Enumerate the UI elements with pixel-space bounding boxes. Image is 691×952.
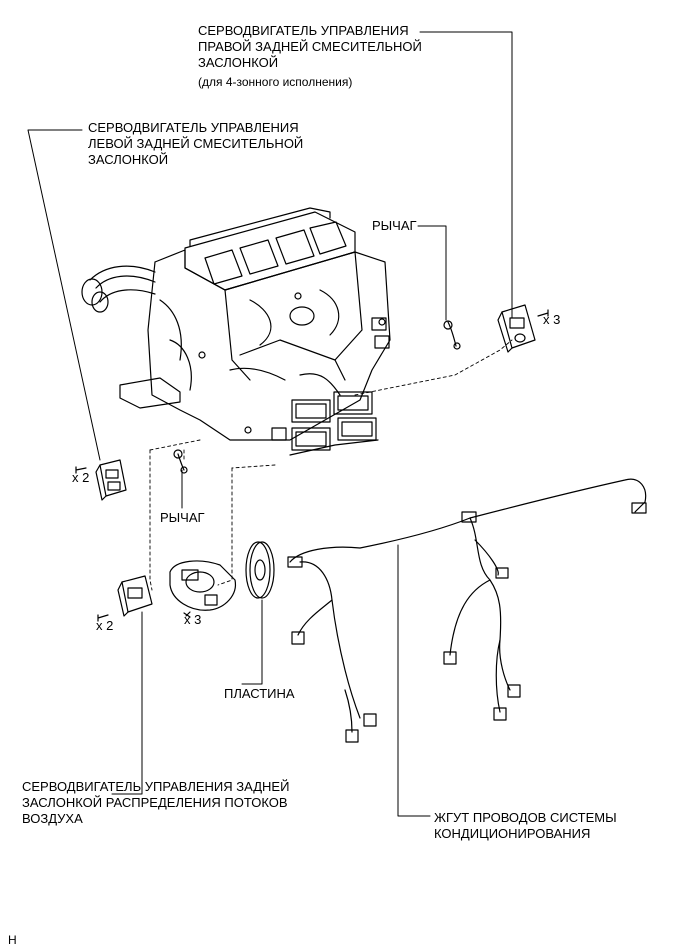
- qty-left-servo-screws: x 2: [72, 470, 90, 485]
- label-left-rear-servo: СЕРВОДВИГАТЕЛЬ УПРАВЛЕНИЯ ЛЕВОЙ ЗАДНЕЙ С…: [88, 120, 304, 167]
- right-rear-servo: [497, 304, 549, 353]
- leader-harness: [397, 544, 431, 817]
- leader-plate: [241, 599, 263, 685]
- dashed-guides: [149, 339, 513, 591]
- left-rear-servo: [75, 459, 127, 501]
- qty-airflow-servo-screws: x 2: [96, 618, 114, 633]
- leader-lever-upper: [417, 225, 447, 321]
- label-lever-lower: РЫЧАГ: [160, 510, 205, 525]
- label-lever-upper: РЫЧАГ: [372, 218, 417, 233]
- lever-upper: [443, 320, 461, 350]
- airflow-servo: [97, 575, 153, 622]
- qty-right-servo-screws: x 3: [543, 312, 561, 327]
- wire-harness: [287, 478, 647, 743]
- leader-airflow-servo: [111, 611, 143, 795]
- label-right-rear-servo-note: (для 4-зонного исполнения): [198, 75, 353, 89]
- corner-mark: H: [8, 933, 17, 947]
- label-right-rear-servo: СЕРВОДВИГАТЕЛЬ УПРАВЛЕНИЯ ПРАВОЙ ЗАДНЕЙ …: [198, 23, 422, 70]
- leader-right-servo: [419, 31, 513, 319]
- label-plate: ПЛАСТИНА: [224, 686, 295, 701]
- label-harness: ЖГУТ ПРОВОДОВ СИСТЕМЫ КОНДИЦИОНИРОВАНИЯ: [434, 810, 617, 841]
- center-servo: [169, 560, 237, 618]
- hvac-unit: [81, 207, 391, 456]
- leader-lines: [27, 31, 513, 817]
- plate: [245, 541, 275, 599]
- leader-left-servo: [27, 129, 101, 461]
- lever-lower: [173, 449, 188, 474]
- label-airflow-servo: СЕРВОДВИГАТЕЛЬ УПРАВЛЕНИЯ ЗАДНЕЙ ЗАСЛОНК…: [22, 779, 290, 826]
- qty-center-servo-screws: x 3: [184, 612, 202, 627]
